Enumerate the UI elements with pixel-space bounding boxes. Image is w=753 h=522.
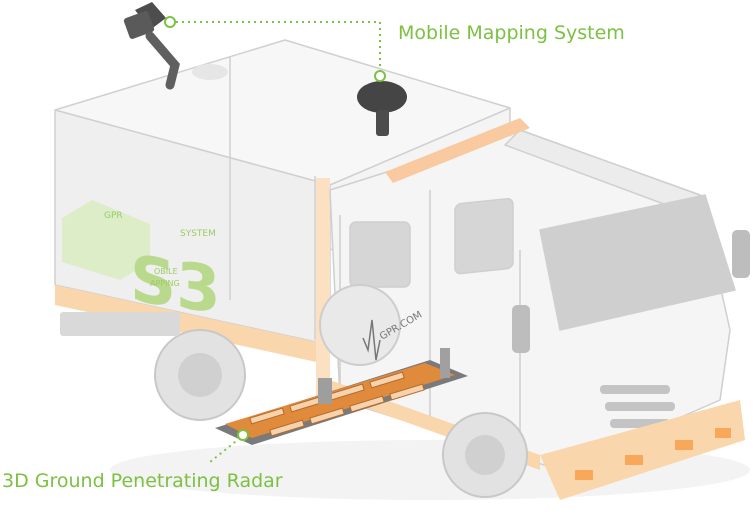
callout-ground-radar: 3D Ground Penetrating Radar (2, 470, 283, 492)
leader-dot-camera (164, 16, 176, 28)
logo-green-shape (62, 200, 150, 280)
wheel-front (442, 412, 528, 498)
side-step (60, 312, 180, 336)
logo-word-3: OBILE (154, 267, 178, 276)
gpr-radar-unit (215, 319, 468, 445)
wheel-mid (319, 284, 401, 366)
mirror-left (512, 305, 530, 353)
box-orange-trim (55, 285, 330, 365)
cab-window-1 (349, 221, 411, 288)
leader-dot-gpr (237, 429, 249, 441)
roof-camera-mast (123, 2, 228, 90)
cab-window-2 (454, 197, 514, 275)
wheel-rear (154, 329, 246, 421)
roof-gnss-antenna (357, 81, 407, 136)
windshield (539, 194, 736, 331)
logo-word-1: GPR (104, 211, 123, 221)
callout-leader-mms (176, 21, 381, 72)
logo-word-4: APPING (150, 279, 180, 288)
front-grille (600, 385, 675, 428)
leader-dot-antenna (374, 70, 386, 82)
logo-big-letters: S3 (130, 242, 221, 329)
bumper-lights (575, 428, 731, 480)
logo-word-2: SYSTEM (180, 229, 216, 239)
mirror-right (732, 230, 750, 278)
box-side-orange-stripe (316, 178, 330, 408)
roof-light-bar (385, 118, 530, 183)
callout-mobile-mapping: Mobile Mapping System (398, 22, 625, 44)
truck-logo: S3 GPR SYSTEM OBILE APPING (62, 200, 221, 329)
callout-leader-gpr (209, 437, 241, 463)
